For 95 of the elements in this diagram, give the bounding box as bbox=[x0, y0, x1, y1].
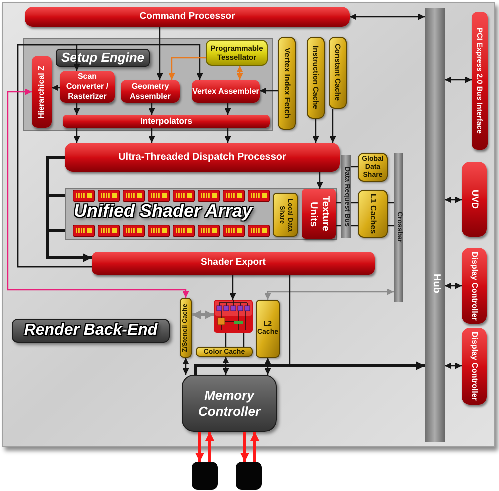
processor-bar bbox=[65, 143, 340, 172]
cache-block bbox=[256, 300, 280, 358]
unit-label: Vertex Assembler bbox=[192, 86, 260, 96]
arrow bbox=[230, 275, 236, 300]
cache-block bbox=[307, 37, 325, 119]
memory-chip bbox=[236, 462, 262, 490]
arrow bbox=[7, 88, 190, 298]
arrow bbox=[445, 76, 472, 84]
connector-line bbox=[351, 202, 358, 204]
cache-label: L1 Caches bbox=[368, 194, 379, 234]
render-backend-drawing bbox=[214, 300, 253, 333]
connector-line bbox=[388, 202, 394, 204]
unit-label: Ultra-Threaded Dispatch Processor bbox=[118, 151, 286, 165]
arrow bbox=[168, 57, 206, 80]
arrow bbox=[330, 109, 336, 143]
connector-line bbox=[225, 333, 227, 347]
arrow bbox=[350, 14, 425, 20]
arrow bbox=[236, 66, 244, 80]
arrow bbox=[264, 358, 272, 375]
arrow bbox=[148, 103, 156, 115]
arrow bbox=[316, 172, 324, 189]
connector-line bbox=[388, 225, 394, 227]
unit-block bbox=[462, 328, 487, 405]
bus-bar bbox=[394, 153, 403, 302]
arrow bbox=[445, 196, 462, 204]
bus-bar bbox=[341, 155, 351, 238]
unit-label: Geometry Assembler bbox=[129, 82, 172, 102]
arrow bbox=[182, 358, 190, 375]
arrow bbox=[74, 103, 80, 115]
section-title: Render Back-End bbox=[24, 321, 158, 341]
cache-block bbox=[329, 37, 347, 109]
arrow bbox=[17, 44, 204, 268]
arrow bbox=[206, 432, 214, 462]
unit-label: Hierarchical Z bbox=[36, 66, 47, 118]
arrow bbox=[192, 310, 214, 320]
connector-line bbox=[243, 333, 245, 347]
unit-bar bbox=[63, 115, 270, 128]
unit-label: UVD bbox=[469, 190, 482, 209]
title-plate bbox=[12, 319, 170, 343]
arrow bbox=[222, 357, 230, 375]
arrow bbox=[445, 362, 462, 370]
unit-block bbox=[60, 71, 115, 103]
cache-block bbox=[358, 190, 388, 238]
connector-line bbox=[351, 166, 358, 168]
unit-label: Memory Controller bbox=[197, 388, 262, 420]
unit-label: Texture Units bbox=[307, 195, 331, 234]
memory-chip bbox=[192, 462, 218, 490]
arrow bbox=[445, 282, 462, 290]
hub-bar bbox=[425, 8, 445, 442]
cache-block bbox=[180, 298, 192, 358]
arrow bbox=[240, 432, 250, 462]
cache-block bbox=[196, 347, 253, 357]
unit-bar bbox=[92, 252, 375, 275]
unit-label: Scan Converter / Rasterizer bbox=[65, 72, 110, 102]
arrow bbox=[52, 84, 60, 92]
cache-block bbox=[273, 193, 298, 237]
cache-block bbox=[278, 37, 296, 130]
arrow bbox=[194, 362, 425, 375]
connector-line bbox=[336, 225, 341, 227]
arrow bbox=[196, 432, 204, 462]
arrow bbox=[74, 128, 80, 143]
unit-label: Shader Export bbox=[201, 256, 266, 270]
unit-label: Display Controller bbox=[470, 332, 480, 401]
arrow bbox=[148, 128, 156, 143]
unit-block bbox=[32, 56, 52, 128]
arrow bbox=[156, 27, 164, 80]
arrow bbox=[224, 103, 232, 115]
tessellator-block bbox=[206, 40, 268, 66]
unit-block bbox=[462, 248, 487, 324]
shader-array-panel bbox=[65, 188, 337, 240]
unit-label: Command Processor bbox=[140, 10, 236, 24]
arrow bbox=[250, 432, 260, 462]
unit-block bbox=[192, 80, 260, 103]
interface-block bbox=[472, 12, 488, 150]
unit-block bbox=[302, 189, 336, 239]
heading-label: Setup Engine bbox=[61, 49, 145, 68]
connector-line bbox=[336, 202, 341, 204]
controller-block bbox=[182, 375, 277, 432]
unit-label: Display Controller bbox=[470, 252, 480, 320]
setup-panel bbox=[23, 38, 273, 131]
unit-block bbox=[121, 80, 180, 103]
connector-line bbox=[351, 225, 358, 227]
arrow bbox=[260, 88, 278, 94]
processor-bar bbox=[25, 7, 350, 27]
arrow bbox=[312, 119, 320, 143]
connector-line bbox=[46, 156, 65, 231]
unit-label: Interpolators bbox=[140, 117, 192, 126]
connector-line bbox=[46, 194, 66, 232]
array-title: Unified Shader Array bbox=[74, 201, 252, 221]
arrow bbox=[264, 288, 394, 300]
cache-label: Vertex Index Fetch bbox=[282, 48, 293, 119]
arrow bbox=[46, 231, 92, 262]
bus-label: Hub bbox=[430, 274, 443, 294]
arrow bbox=[224, 128, 232, 143]
unit-block bbox=[462, 162, 487, 237]
